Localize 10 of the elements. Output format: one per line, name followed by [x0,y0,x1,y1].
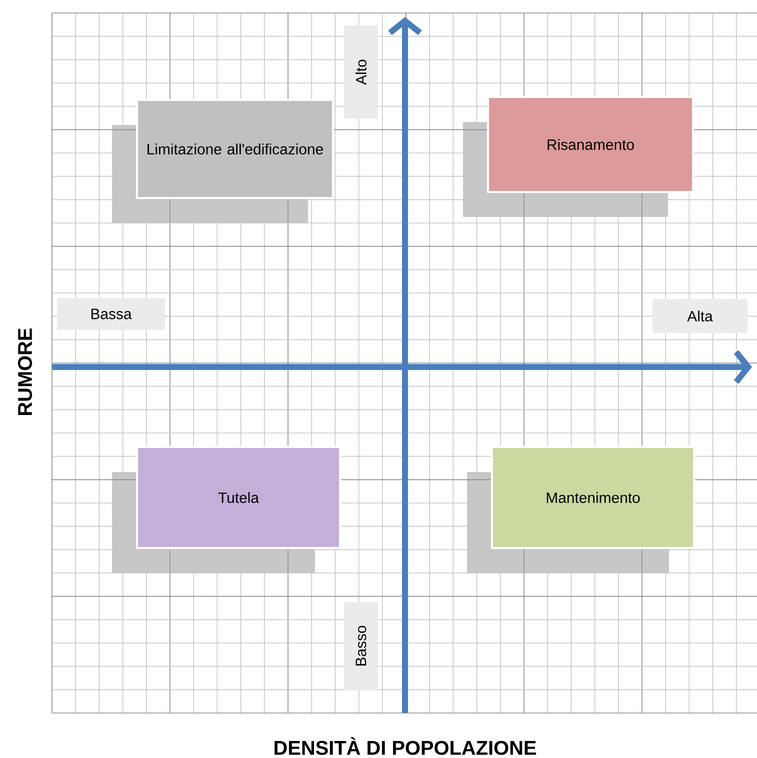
axis-title: DENSITÀ DI POPOLAZIONE [274,737,536,755]
axis-value-label: Basso [344,602,378,690]
axis-value-label: Alto [344,26,378,118]
axis-title: RUMORE [18,328,32,415]
quadrant-box: Risanamento [487,96,694,193]
axis-value-label: Alta [652,299,748,333]
quadrant-box: Mantenimento [491,446,696,549]
axis-value-label: Bassa [57,298,165,330]
quadrant-box: Tutela [136,446,341,549]
quadrant-box: Limitazione all'edificazione [136,99,334,199]
